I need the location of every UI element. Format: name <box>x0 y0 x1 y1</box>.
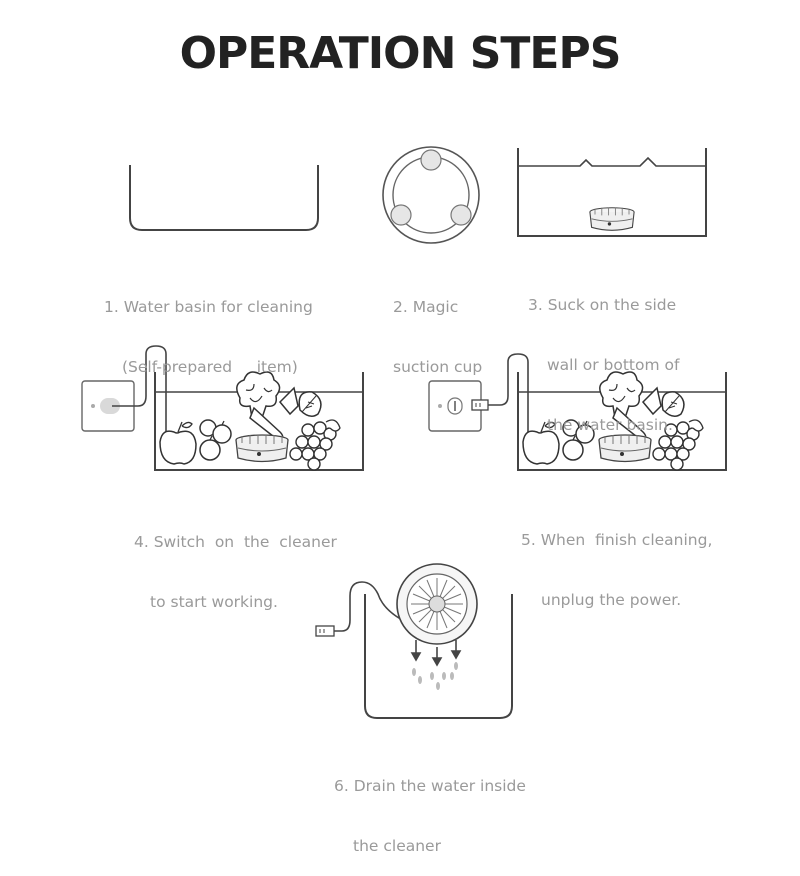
steps-illustration <box>81 146 727 719</box>
step5-scene <box>428 353 727 471</box>
basin-icon <box>129 165 319 231</box>
step-1-caption: 1. Water basin for cleaning (Self-prepar… <box>104 298 313 376</box>
cleaner-in-basin-icon <box>517 148 707 237</box>
step-3-caption: 3. Suck on the side wall or bottom of th… <box>528 296 680 434</box>
step6-scene <box>315 563 513 719</box>
step-5-caption: 5. When finish cleaning, unplug the powe… <box>521 531 713 609</box>
down-arrow-icon <box>410 640 462 667</box>
page-title: OPERATION STEPS <box>179 28 622 79</box>
step-4-caption: 4. Switch on the cleaner to start workin… <box>134 533 337 611</box>
plug-icon <box>471 399 489 411</box>
step-2-caption: 2. Magic suction cup <box>393 298 483 376</box>
water-drop-icon <box>412 662 458 690</box>
suction-cup-icon <box>382 146 480 244</box>
step4-scene <box>81 345 364 471</box>
step-6-caption: 6. Drain the water inside the cleaner <box>334 777 526 855</box>
